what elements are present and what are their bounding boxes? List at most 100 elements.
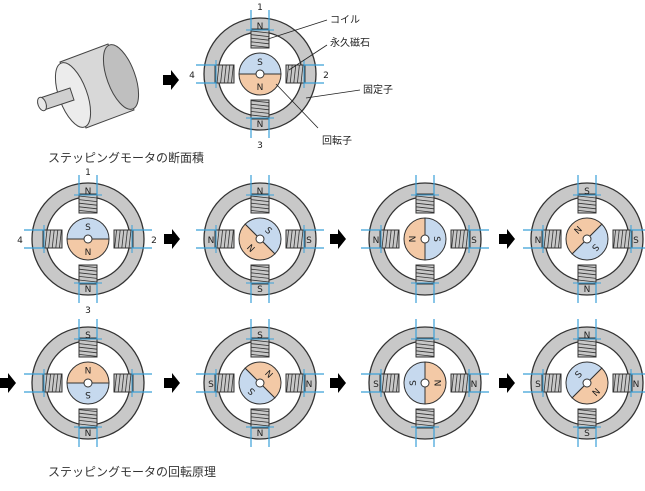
coil-winding: [558, 373, 561, 393]
coil-winding: [125, 229, 128, 249]
coil-winding: [385, 229, 388, 249]
coil-winding: [558, 229, 561, 249]
coil-winding: [415, 202, 435, 206]
motor-body-illustration: [37, 43, 140, 129]
coil-winding: [415, 268, 435, 272]
coil-winding: [48, 229, 51, 249]
coil-winding: [250, 339, 270, 343]
rotor-leader: [275, 83, 319, 129]
coil-winding: [415, 210, 435, 213]
rotor-label: 回転子: [322, 135, 352, 147]
coil-winding: [577, 272, 597, 276]
coil-winding: [415, 423, 435, 427]
coil-winding: [128, 373, 132, 393]
coil-winding: [250, 100, 270, 103]
coil-winding: [577, 423, 597, 427]
coil-winding: [250, 103, 270, 107]
stator-pole: [24, 225, 63, 253]
coil-winding: [381, 229, 385, 249]
coil-winding: [577, 354, 597, 357]
coil-winding: [223, 229, 227, 249]
coil-winding: [396, 373, 399, 393]
stator-pole: [450, 369, 489, 397]
stator-pole: [246, 408, 274, 447]
rotor-north-label: N: [264, 367, 276, 379]
coil-winding: [392, 373, 396, 393]
pole-polarity-label: S: [584, 187, 590, 197]
coil-winding: [577, 416, 597, 420]
stator-pole: [285, 225, 324, 253]
coil-winding: [577, 409, 597, 412]
stator-pole: [612, 369, 645, 397]
coil-winding: [78, 195, 98, 199]
coil-winding: [297, 64, 300, 84]
caption-section: ステッピングモータの断面積: [48, 151, 205, 165]
rotor-north-label: N: [85, 248, 92, 258]
rotor-south-half: [238, 52, 282, 75]
coil-winding: [577, 279, 597, 283]
coil-winding: [297, 373, 300, 393]
stator-pole: [573, 175, 601, 214]
stator-pole: [523, 225, 562, 253]
step-arrow: [330, 229, 346, 249]
coil-winding: [78, 279, 98, 283]
stator-pole: [523, 369, 562, 397]
coil-winding: [250, 111, 270, 114]
pole-polarity-label: S: [633, 236, 639, 246]
coil-winding: [458, 373, 462, 393]
coil-winding: [78, 416, 98, 420]
coil-winding: [250, 350, 270, 354]
rotor-north-label: N: [591, 387, 603, 399]
coil-winding: [231, 373, 234, 393]
stator-pole: [361, 225, 400, 253]
coil-winding: [250, 114, 270, 118]
coil-winding: [465, 373, 469, 393]
stator-label: 固定子: [363, 83, 393, 96]
coil-winding: [415, 420, 435, 423]
coil-winding: [577, 420, 597, 423]
rotor-south-half: [403, 361, 426, 405]
motor-shaft-end: [37, 96, 47, 112]
coil-winding: [114, 229, 117, 249]
coil-winding: [51, 229, 55, 249]
coil-winding: [250, 409, 270, 412]
coil-winding: [462, 229, 465, 249]
coil-winding: [250, 420, 270, 423]
coil-winding: [55, 373, 59, 393]
coil-winding: [543, 373, 547, 393]
stator-pole: [411, 319, 439, 358]
motor-back: [102, 44, 140, 110]
coil-winding: [78, 210, 98, 213]
coil-winding: [616, 229, 620, 249]
coil-winding: [554, 373, 558, 393]
stator-pole: [74, 264, 102, 303]
coil-winding: [415, 343, 435, 346]
coil-winding: [613, 373, 616, 393]
rotor-south-label: S: [262, 226, 273, 237]
coil-winding: [78, 412, 98, 416]
rotor-north-label: N: [406, 236, 416, 243]
step-arrow: [0, 373, 16, 393]
coil-winding: [289, 373, 293, 393]
coil-winding: [59, 373, 62, 393]
coil-winding: [554, 229, 558, 249]
coil-winding: [250, 354, 270, 357]
coil-winding: [250, 416, 270, 420]
stator-pole: [196, 369, 235, 397]
pole-polarity-label: S: [584, 429, 590, 439]
coil-winding: [250, 279, 270, 283]
rotor-north-half: [66, 238, 110, 261]
pole-polarity-label: S: [85, 331, 91, 341]
pole-polarity-label: N: [584, 285, 591, 295]
coil-winding: [392, 229, 396, 249]
coil-winding: [624, 229, 627, 249]
coil-winding: [381, 373, 385, 393]
coil-winding: [415, 265, 435, 268]
coil-winding: [620, 229, 624, 249]
stator-pole: [285, 369, 324, 397]
coil-winding: [78, 354, 98, 357]
coil-winding: [250, 343, 270, 346]
pole-number-label: 4: [17, 236, 23, 246]
coil-winding: [415, 354, 435, 357]
